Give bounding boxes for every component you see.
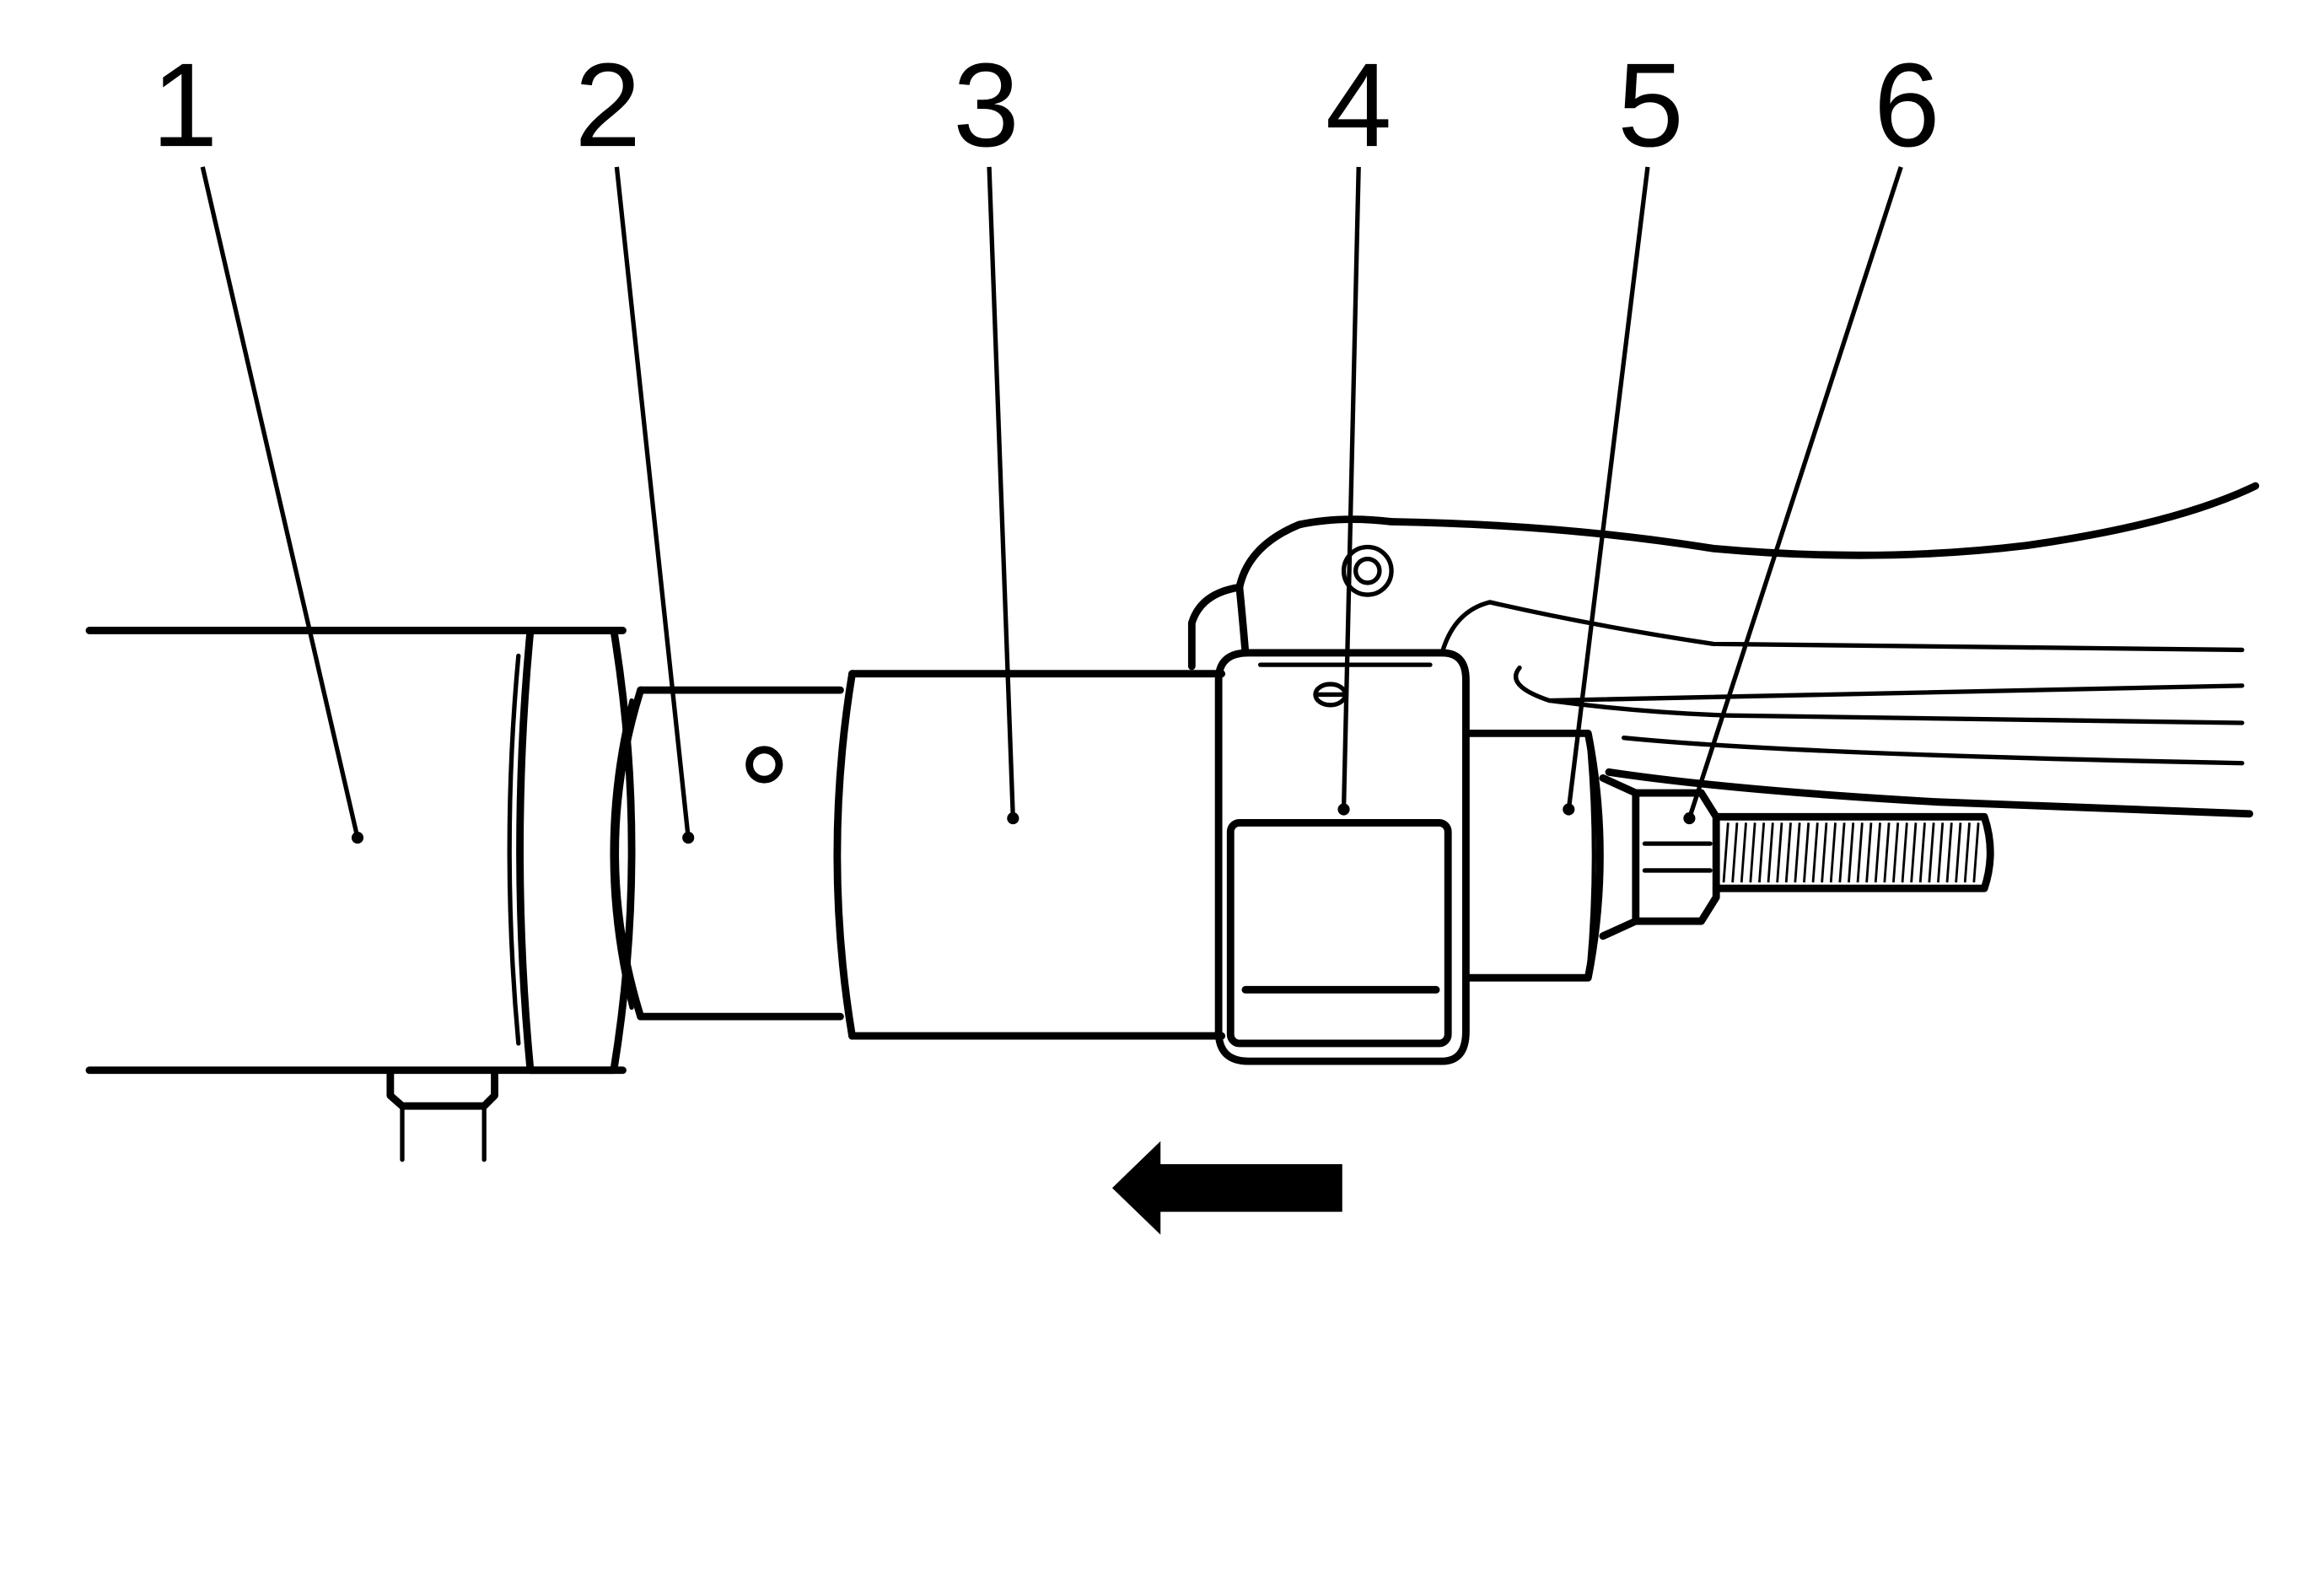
thread-line bbox=[1963, 822, 1971, 883]
thread-line bbox=[1829, 822, 1837, 883]
thread-line bbox=[1740, 822, 1747, 883]
thread-line bbox=[1901, 822, 1908, 883]
part-6-nut-bolt bbox=[1599, 774, 1994, 941]
thread-line bbox=[1731, 822, 1739, 883]
callout-1: 1 bbox=[152, 38, 218, 171]
callout-4: 4 bbox=[1326, 38, 1392, 171]
thread-line bbox=[1910, 822, 1918, 883]
thread-line bbox=[1784, 822, 1792, 883]
thread-line bbox=[1865, 822, 1873, 883]
thread-line bbox=[1928, 822, 1935, 883]
thread-line bbox=[1821, 822, 1828, 883]
thread-line bbox=[1972, 822, 1980, 883]
thread-line bbox=[1874, 822, 1881, 883]
callout-6: 6 bbox=[1874, 38, 1940, 171]
leader-line-2 bbox=[614, 166, 691, 838]
thread-line bbox=[1848, 822, 1855, 883]
callout-5: 5 bbox=[1617, 38, 1684, 171]
thread-line bbox=[1794, 822, 1801, 883]
part-2-sleeve bbox=[610, 686, 844, 1021]
thread-line bbox=[1838, 822, 1846, 883]
leader-line-4 bbox=[1341, 166, 1361, 810]
thread-line bbox=[1945, 822, 1953, 883]
thread-line bbox=[1749, 822, 1756, 883]
thread-line bbox=[1767, 822, 1774, 883]
leader-line-5 bbox=[1566, 166, 1650, 810]
thread-line bbox=[1803, 822, 1810, 883]
leader-dot-5 bbox=[1563, 803, 1575, 816]
thread-line bbox=[1776, 822, 1783, 883]
leader-dot-4 bbox=[1337, 803, 1350, 816]
leader-dot-1 bbox=[351, 832, 364, 844]
part-4-receiver bbox=[1214, 649, 1470, 1065]
thread-line bbox=[1856, 822, 1864, 883]
leader-line-1 bbox=[200, 166, 360, 838]
thread-line bbox=[1937, 822, 1945, 883]
leader-dot-2 bbox=[682, 832, 695, 844]
callout-2: 2 bbox=[574, 38, 641, 171]
part-1-cylinder bbox=[85, 627, 636, 1162]
direction-arrow bbox=[1111, 1140, 1342, 1235]
thread-line bbox=[1883, 822, 1891, 883]
thread-line bbox=[1892, 822, 1900, 883]
bolt-threads bbox=[1722, 822, 1980, 883]
part-5-forcing-body bbox=[1461, 729, 1604, 982]
part-3-adapter bbox=[833, 670, 1226, 1040]
leader-line-6 bbox=[1687, 166, 1903, 819]
callout-3: 3 bbox=[953, 38, 1019, 171]
leader-lines bbox=[200, 166, 1903, 844]
leader-dot-6 bbox=[1683, 812, 1696, 825]
thread-line bbox=[1722, 822, 1730, 883]
thread-line bbox=[1955, 822, 1962, 883]
thread-line bbox=[1811, 822, 1819, 883]
thread-line bbox=[1918, 822, 1926, 883]
callout-numbers: 1 2 3 4 5 6 bbox=[152, 38, 1940, 171]
thread-line bbox=[1758, 822, 1766, 883]
leader-line-3 bbox=[987, 166, 1015, 819]
leader-dot-3 bbox=[1007, 812, 1019, 825]
